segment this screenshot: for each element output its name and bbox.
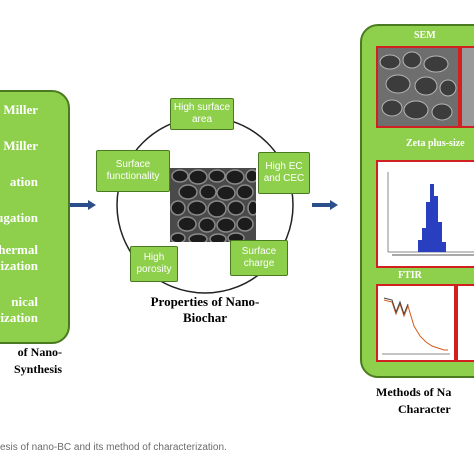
left-item: nical [11,294,38,309]
right-arrow-icon [70,200,96,210]
left-caption-line: of Nano- [17,345,62,359]
left-item: erization [0,310,38,325]
sem-image [376,46,460,128]
right-panel: SEM Zeta plus-size FTI [360,24,474,378]
ftir-label: FTIR [398,270,422,281]
left-caption: of Nano- Synthesis [0,344,62,378]
right-caption-line: Character [398,402,451,416]
center-caption: Properties of Nano- Biochar [135,294,275,326]
property-surface-charge: Surface charge [230,240,288,276]
center-caption-line: Properties of Nano- [150,294,260,309]
property-surface-functionality: Surface functionality [96,150,170,192]
right-caption: Methods of Na Character [376,384,474,418]
left-item: Miller [3,102,38,117]
zeta-label: Zeta plus-size [406,138,465,149]
figure-caption: esis of nano-BC and its method of charac… [0,442,227,453]
property-high-porosity: High porosity [130,246,178,282]
property-high-surface-area: High surface area [170,98,234,130]
left-item: ation [9,174,38,189]
zeta-chart [376,160,474,268]
property-high-ec-cec: High EC and CEC [258,152,310,194]
right-arrow-icon [312,200,338,210]
ftir-chart-secondary [456,284,474,362]
ftir-chart [376,284,456,362]
right-caption-line: Methods of Na [376,385,452,399]
left-item: ugation [0,210,38,225]
left-item: Miller [3,138,38,153]
sem-label: SEM [414,30,436,41]
center-caption-line: Biochar [182,310,228,325]
left-item: hermal [0,242,38,257]
left-item: rization [0,258,38,273]
left-panel: Miller Miller ation ugation hermal rizat… [0,90,70,344]
left-caption-line: Synthesis [13,362,62,376]
sem-image-secondary [460,46,474,128]
nano-biochar-image [170,168,256,242]
